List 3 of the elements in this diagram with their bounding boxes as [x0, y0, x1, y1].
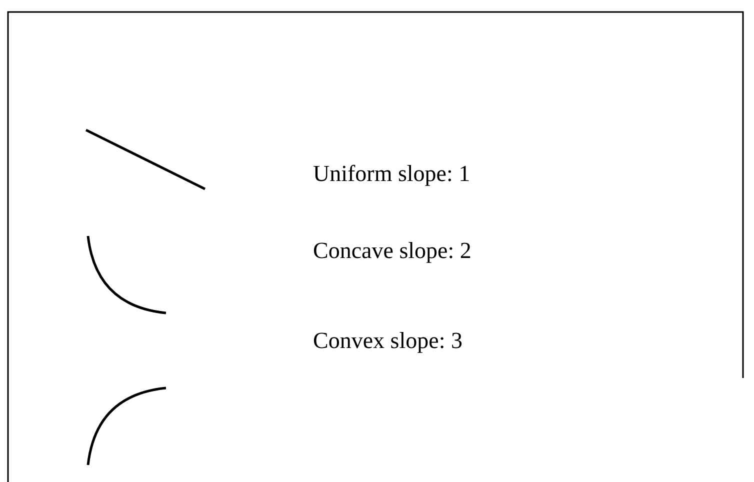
slope-label: Concave slope: 2: [313, 239, 472, 262]
slope-label: Convex slope: 3: [313, 329, 462, 352]
slope-label: Uniform slope: 1: [313, 162, 470, 185]
